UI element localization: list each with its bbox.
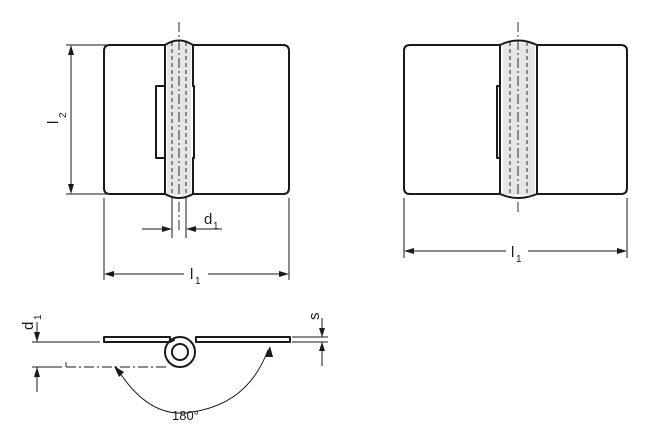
d1-label-front: d — [204, 211, 212, 228]
right-leaf-right — [536, 44, 628, 195]
dim-l1-right: l 1 — [403, 198, 628, 265]
l1-sub-right: 1 — [516, 254, 522, 265]
d1-sub-side: 1 — [33, 314, 44, 320]
d1-label-side: d — [20, 322, 37, 330]
l1-sub-left: 1 — [195, 276, 201, 287]
dim-s: s — [306, 313, 325, 366]
left-leaf-right — [403, 44, 501, 195]
side-knuckle — [164, 336, 196, 368]
dim-l1-left: l 1 — [103, 198, 290, 287]
hinge-front-view-left — [103, 22, 290, 230]
right-leaf — [192, 44, 290, 195]
l2-label: l — [45, 121, 62, 124]
side-leaf-right — [195, 336, 291, 343]
hinge-front-view-right — [403, 22, 628, 212]
s-label: s — [306, 313, 323, 321]
dim-d1-side: d 1 — [20, 314, 44, 392]
l1-label-right: l — [511, 244, 514, 261]
side-leaf-left — [103, 336, 171, 343]
dim-l2: l 2 — [45, 44, 160, 195]
hinge-pin-right — [503, 43, 535, 195]
dim-d1-front: d 1 — [142, 198, 222, 238]
angle-label: 180° — [172, 408, 199, 423]
angle-arc — [117, 349, 269, 414]
left-leaf — [103, 44, 166, 195]
d1-sub-front: 1 — [213, 221, 219, 232]
l1-label-left: l — [190, 266, 193, 283]
side-pin — [171, 343, 189, 361]
dim-angle: 180° — [114, 346, 273, 423]
hinge-side-view — [32, 336, 328, 368]
l2-sub: 2 — [58, 112, 69, 118]
